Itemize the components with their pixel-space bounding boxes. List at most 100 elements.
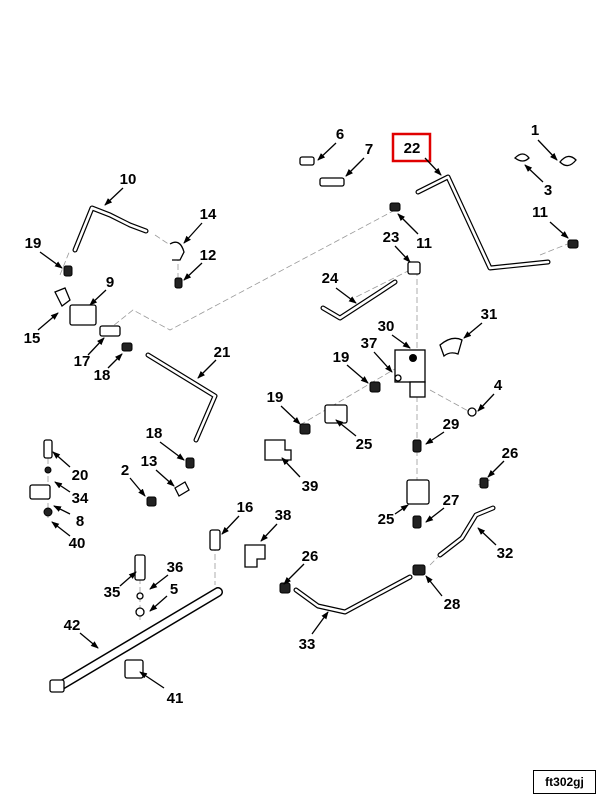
callout-19: 19 xyxy=(267,389,284,406)
callout-37: 37 xyxy=(361,335,378,352)
callout-27: 27 xyxy=(443,492,460,509)
part-11 xyxy=(389,202,401,212)
centerline xyxy=(154,234,171,246)
callout-11: 11 xyxy=(532,204,548,221)
callout-29: 29 xyxy=(443,416,460,433)
callout-36: 36 xyxy=(167,559,184,576)
callout-4: 4 xyxy=(494,377,503,394)
callout-arrow-24 xyxy=(335,287,357,304)
callout-arrow-40 xyxy=(51,521,71,537)
callout-11: 11 xyxy=(416,235,432,252)
callout-26: 26 xyxy=(502,445,519,462)
callout-21: 21 xyxy=(214,344,231,361)
callout-6: 6 xyxy=(336,126,344,143)
callout-40: 40 xyxy=(69,535,86,552)
centerline xyxy=(107,209,396,331)
callout-arrow-10 xyxy=(104,187,124,206)
callout-35: 35 xyxy=(104,584,121,601)
centerline xyxy=(349,269,411,301)
tube-33 xyxy=(293,574,413,615)
part-4 xyxy=(467,407,477,417)
callout-arrow-34 xyxy=(54,481,71,493)
callout-arrow-38 xyxy=(260,523,278,542)
part-20 xyxy=(43,439,53,459)
figure-id-caption: ft302gj xyxy=(533,770,596,794)
callout-arrow-19 xyxy=(346,364,369,384)
callout-22: 22 xyxy=(404,140,421,157)
part-3 xyxy=(514,153,530,162)
part-27 xyxy=(412,515,422,529)
callout-arrow-8 xyxy=(53,505,71,515)
callout-arrow-12 xyxy=(183,262,203,281)
part-18 xyxy=(121,342,133,352)
callout-13: 13 xyxy=(141,453,158,470)
callout-arrow-26 xyxy=(283,563,305,585)
part-1 xyxy=(559,155,577,167)
callout-arrow-11 xyxy=(549,221,569,239)
callout-arrow-7 xyxy=(345,157,365,177)
part-18b xyxy=(185,457,195,469)
callout-14: 14 xyxy=(200,206,217,223)
centerline xyxy=(59,249,71,276)
tube-22 xyxy=(415,174,551,271)
part-6 xyxy=(299,156,315,166)
part-shapes xyxy=(29,153,579,693)
part-34a xyxy=(44,466,52,474)
callout-arrow-17 xyxy=(87,337,105,356)
callout-23: 23 xyxy=(383,229,400,246)
callout-arrow-19 xyxy=(280,405,301,425)
hose-end xyxy=(49,679,65,693)
callout-arrow-27 xyxy=(425,507,445,523)
hose-42 xyxy=(55,587,223,691)
centerline xyxy=(429,389,471,413)
callout-2: 2 xyxy=(121,462,129,479)
callout-25: 25 xyxy=(378,511,395,528)
callout-arrow-14 xyxy=(183,222,203,244)
callout-arrow-30 xyxy=(391,334,411,349)
part-30-block xyxy=(394,349,426,398)
tube-10 xyxy=(72,205,149,253)
part-38 xyxy=(244,544,266,568)
callout-9: 9 xyxy=(106,274,114,291)
callout-arrow-20 xyxy=(52,451,71,468)
part-16 xyxy=(209,529,221,551)
tubes xyxy=(72,174,551,615)
part-15 xyxy=(54,287,71,307)
callout-5: 5 xyxy=(170,581,178,598)
tube-21 xyxy=(145,352,218,443)
callout-arrow-19 xyxy=(39,251,63,269)
callout-38: 38 xyxy=(275,507,292,524)
callout-arrow-9 xyxy=(89,289,107,306)
part-7 xyxy=(319,177,345,187)
part-28 xyxy=(412,564,426,576)
callout-20: 20 xyxy=(72,467,89,484)
part-17 xyxy=(99,325,121,337)
callout-12: 12 xyxy=(200,247,217,264)
callout-arrow-16 xyxy=(221,515,240,535)
callout-arrow-35 xyxy=(119,571,137,587)
part-34 xyxy=(29,484,51,500)
part-37 xyxy=(394,374,402,382)
tube-32 xyxy=(437,505,496,558)
callout-arrow-42 xyxy=(79,632,99,649)
part-19c xyxy=(299,423,311,435)
callout-arrow-5 xyxy=(149,595,168,612)
part-26b xyxy=(279,582,291,594)
callout-arrow-11 xyxy=(397,213,419,235)
callout-arrow-32 xyxy=(477,527,497,546)
part-29 xyxy=(412,439,422,453)
callout-16: 16 xyxy=(237,499,254,516)
part-36 xyxy=(136,592,144,600)
callout-arrow-6 xyxy=(317,142,337,161)
callout-32: 32 xyxy=(497,545,514,562)
callout-42: 42 xyxy=(64,617,81,634)
callout-arrow-21 xyxy=(197,359,217,379)
callout-arrow-3 xyxy=(524,164,544,183)
callout-19: 19 xyxy=(25,235,42,252)
callout-arrow-2 xyxy=(129,477,146,497)
callout-arrow-41 xyxy=(139,671,165,689)
callout-34: 34 xyxy=(72,490,89,507)
callout-arrow-25 xyxy=(335,419,357,437)
